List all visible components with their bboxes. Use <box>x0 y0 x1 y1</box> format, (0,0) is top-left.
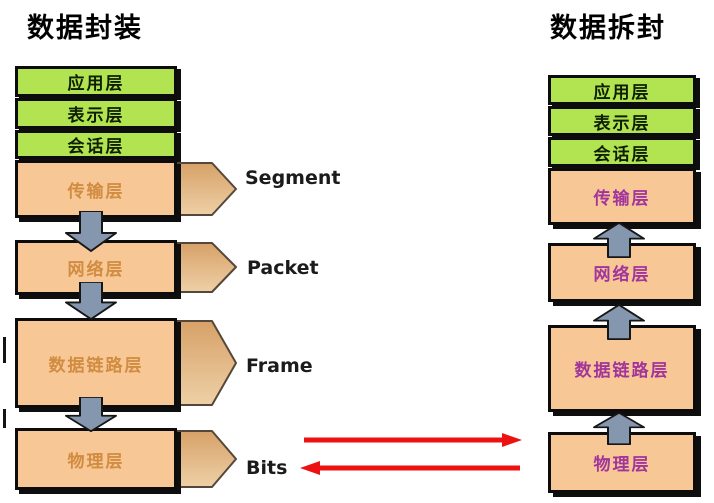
encap-layer-box-datalink: 数据链路层 <box>15 318 177 408</box>
bits-flow-left-arrow <box>300 461 520 475</box>
decap-layer-box-application: 应用层 <box>548 75 696 105</box>
layer-label: 网络层 <box>593 265 651 285</box>
down-arrow-icon <box>65 397 117 432</box>
pdu-label-segment: Segment <box>245 167 341 189</box>
decap-layer-box-session: 会话层 <box>548 137 696 167</box>
pdu-arrow-shape-segment <box>160 162 237 216</box>
edge-artifact-mark <box>3 337 6 363</box>
down-arrow-icon <box>65 211 117 252</box>
layer-label: 传输层 <box>67 181 125 202</box>
down-arrow-icon <box>65 282 117 320</box>
up-arrow-icon <box>593 304 645 340</box>
layer-label: 应用层 <box>67 74 125 94</box>
decapsulation-title: 数据拆封 <box>550 13 666 44</box>
pdu-label-packet: Packet <box>247 257 319 279</box>
pdu-arrow-shape-bits <box>160 430 237 488</box>
encap-layer-box-physical: 物理层 <box>15 428 177 490</box>
layer-label: 会话层 <box>593 144 651 165</box>
encapsulation-title: 数据封装 <box>27 13 143 44</box>
pdu-arrow-shape-frame <box>160 320 237 406</box>
pdu-label-bits: Bits <box>246 457 288 479</box>
up-arrow-icon <box>593 412 645 445</box>
encap-layer-box-session: 会话层 <box>15 130 177 159</box>
layer-label: 传输层 <box>593 189 651 209</box>
layer-label: 数据链路层 <box>574 361 670 381</box>
layer-label: 会话层 <box>67 137 125 157</box>
decap-layer-box-presentation: 表示层 <box>548 106 696 136</box>
layer-label: 表示层 <box>67 106 125 126</box>
layer-label: 物理层 <box>67 451 125 472</box>
decap-layer-box-network: 网络层 <box>548 243 696 302</box>
encap-layer-box-application: 应用层 <box>15 66 177 97</box>
pdu-arrow-shape-packet <box>160 242 237 293</box>
encap-layer-box-presentation: 表示层 <box>15 98 177 129</box>
decap-layer-box-transport: 传输层 <box>548 168 696 225</box>
layer-label: 物理层 <box>593 455 651 475</box>
layer-label: 应用层 <box>593 82 651 103</box>
pdu-label-frame: Frame <box>246 355 313 377</box>
layer-label: 数据链路层 <box>48 355 144 376</box>
bits-flow-right-arrow <box>304 433 522 447</box>
edge-artifact-mark <box>3 409 6 428</box>
up-arrow-icon <box>593 222 645 258</box>
layer-label: 网络层 <box>67 260 125 280</box>
encap-layer-box-transport: 传输层 <box>15 160 177 218</box>
layer-label: 表示层 <box>593 113 651 134</box>
